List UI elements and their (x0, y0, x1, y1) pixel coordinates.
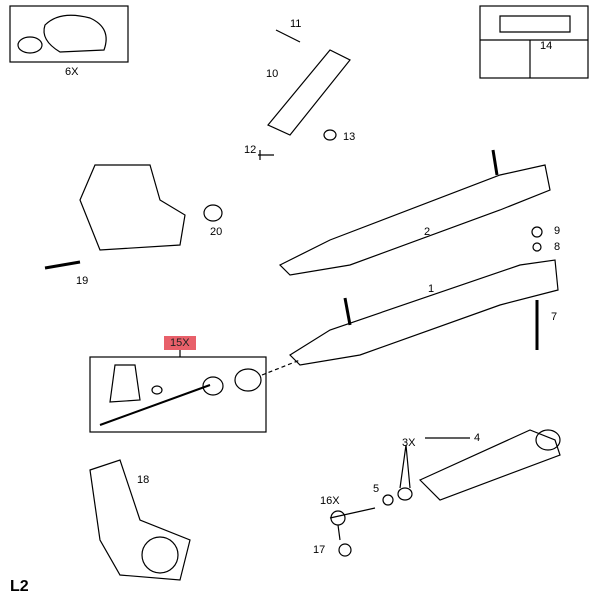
callout-15x-highlight[interactable]: 15X (164, 336, 196, 350)
callout-14: 14 (540, 40, 553, 52)
callout-11: 11 (290, 18, 302, 30)
callout-9: 9 (554, 225, 561, 237)
housing-cover-part (43, 14, 107, 53)
callout-7: 7 (551, 311, 558, 323)
manual-icon (499, 15, 571, 33)
callout-12: 12 (244, 144, 257, 156)
steering-knuckle-part (89, 459, 191, 581)
seal-part (17, 36, 43, 54)
bellows-part (418, 429, 561, 501)
callout-4: 4 (474, 432, 481, 444)
callout-20: 20 (210, 226, 223, 238)
box-15x (89, 356, 267, 433)
callout-18: 18 (137, 474, 150, 486)
bulkhead-part (79, 164, 186, 251)
callout-3x: 3X (402, 437, 416, 449)
steering-rack-1 (289, 259, 559, 366)
callout-1: 1 (428, 283, 435, 295)
callout-6x: 6X (65, 66, 79, 78)
callout-17: 17 (313, 544, 326, 556)
box-6x (9, 5, 129, 63)
callout-19: 19 (76, 275, 89, 287)
intermediate-shaft-part (267, 49, 351, 136)
callout-2: 2 (424, 226, 431, 238)
steering-rack-2 (278, 164, 551, 276)
callout-5: 5 (373, 483, 380, 495)
box-14 (479, 5, 589, 79)
callout-10: 10 (266, 68, 279, 80)
callout-13: 13 (343, 131, 356, 143)
callout-8: 8 (554, 241, 561, 253)
callout-16x: 16X (320, 495, 340, 507)
page-code: L2 (10, 578, 29, 595)
